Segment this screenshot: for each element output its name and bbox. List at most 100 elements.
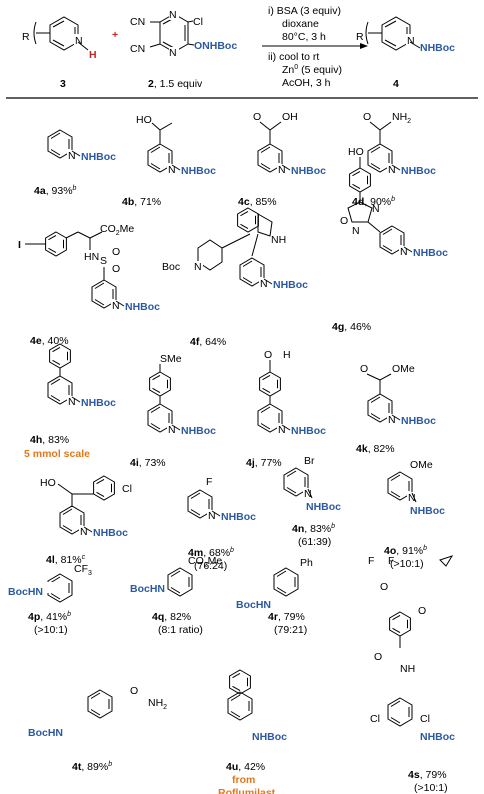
compound-yield: , 42%	[238, 761, 265, 773]
reagent-label: 2	[148, 78, 154, 90]
svg-text:Cl: Cl	[420, 713, 430, 725]
compound-id: 4s	[408, 769, 420, 781]
label-4q: 4q, 82%	[152, 611, 191, 623]
svg-text:Cl: Cl	[122, 483, 132, 495]
compound-yield: , 90%	[364, 196, 391, 208]
structure-4s: O NH2 BocHN	[28, 685, 167, 739]
svg-text:NH: NH	[271, 234, 286, 246]
svg-text:HN: HN	[84, 251, 99, 263]
compound-yield: , 83%	[42, 434, 69, 446]
label-4r: 4r, 79%	[268, 611, 305, 623]
compound-id: 4u	[226, 761, 238, 773]
structure-4g: HO N O N N NHBoc	[340, 146, 448, 259]
compound-id: 4h	[30, 434, 42, 446]
label-4o: 4o, 91%b	[384, 545, 427, 557]
svg-text:N: N	[194, 261, 202, 273]
svg-text:NHBoc: NHBoc	[413, 247, 448, 259]
ring-n-bottom: N	[169, 47, 177, 59]
footnote-mark: b	[67, 611, 71, 618]
compound-yield: , 81%	[55, 554, 82, 566]
svg-text:O: O	[418, 605, 426, 617]
svg-text:NHBoc: NHBoc	[181, 165, 216, 177]
compound-labels: 4a, 93%b4b, 71%4c, 85%4d, 90%b4e, 40%4f,…	[24, 185, 448, 794]
svg-text:N: N	[400, 246, 408, 258]
svg-text:O: O	[112, 246, 120, 258]
svg-text:N: N	[112, 300, 120, 312]
substrate-label: 3	[60, 78, 66, 90]
svg-text:I: I	[18, 239, 21, 251]
structure-4j: O H N NHBoc	[257, 349, 326, 437]
structure-4h: N NHBoc	[47, 343, 116, 409]
cond-5: Zn	[282, 64, 294, 76]
compound-yield: , 83%	[304, 523, 331, 535]
compound-id: 4p	[28, 611, 40, 623]
svg-text:N: N	[304, 488, 312, 500]
svg-text:F: F	[388, 555, 394, 567]
compound-id: 4q	[152, 611, 164, 623]
label-4k: 4k, 82%	[356, 443, 395, 455]
ratio-note: (>10:1)	[34, 624, 68, 636]
compound-id: 4l	[46, 554, 55, 566]
svg-text:NHBoc: NHBoc	[221, 511, 256, 523]
label-4n: 4n, 83%b	[292, 523, 335, 535]
svg-text:NHBoc: NHBoc	[81, 151, 116, 163]
svg-text:O: O	[360, 363, 368, 375]
svg-text:OMe: OMe	[392, 363, 415, 375]
compound-yield: , 77%	[255, 457, 282, 469]
svg-text:N: N	[408, 492, 416, 504]
cond-1: i) BSA (3 equiv)	[268, 5, 341, 17]
compound-yield: , 85%	[250, 196, 277, 208]
structure-4t: NHBoc	[227, 669, 287, 743]
cond-3: 80°C, 3 h	[282, 31, 326, 43]
svg-text:S: S	[100, 255, 107, 267]
label-4b: 4b, 71%	[122, 196, 161, 208]
svg-text:H: H	[283, 349, 291, 361]
product-4: N NHBoc R 4	[356, 16, 455, 90]
label-4m: 4m, 68%b	[188, 547, 234, 559]
svg-text:NHBoc: NHBoc	[291, 425, 326, 437]
footnote-mark: b	[423, 545, 427, 552]
structure-4k: O OMe N NHBoc	[360, 363, 436, 427]
svg-text:N: N	[278, 164, 286, 176]
cond-5-sup: 0	[294, 64, 298, 71]
compound-yield: , 93%	[46, 185, 73, 197]
footnote-mark: b	[230, 547, 234, 554]
structure-4l: HO Cl N NHBoc	[40, 475, 132, 539]
compound-id: 4i	[130, 457, 139, 469]
cond-6: AcOH, 3 h	[282, 77, 331, 89]
svg-text:O: O	[264, 349, 272, 361]
structure-4b: N NHBoc HO	[136, 114, 216, 177]
compound-id: 4t	[72, 761, 82, 773]
label-4a: 4a, 93%b	[34, 185, 77, 197]
ratio-note: (8:1 ratio)	[158, 624, 203, 636]
svg-text:BocHN: BocHN	[28, 727, 63, 739]
compound-id: 4c	[238, 196, 250, 208]
compound-yield: , 41%	[40, 611, 67, 623]
svg-text:OMe: OMe	[410, 459, 433, 471]
ratio-note: (61:39)	[298, 536, 331, 548]
svg-text:NHBoc: NHBoc	[291, 165, 326, 177]
svg-text:NHBoc: NHBoc	[306, 501, 341, 513]
structure-4f: NH Boc N N NHBoc	[162, 207, 308, 291]
footnote-mark: c	[82, 554, 86, 561]
svg-text:NH2: NH2	[392, 111, 411, 125]
svg-text:NH: NH	[400, 663, 415, 675]
svg-text:N: N	[168, 424, 176, 436]
ring-n: N	[75, 35, 83, 47]
compound-yield: , 46%	[344, 321, 371, 333]
cond-2: dioxane	[282, 18, 319, 30]
svg-text:Ph: Ph	[300, 557, 313, 569]
cn-bottom: CN	[130, 43, 145, 55]
svg-text:NHBoc: NHBoc	[252, 731, 287, 743]
compound-yield: , 82%	[164, 611, 191, 623]
svg-text:NHBoc: NHBoc	[401, 165, 436, 177]
svg-text:Zn0 (5 equiv): Zn0 (5 equiv)	[282, 64, 342, 76]
compound-id: 4b	[122, 196, 134, 208]
compound-id: 4d	[352, 196, 364, 208]
svg-text:N: N	[68, 396, 76, 408]
compound-yield: , 73%	[139, 457, 166, 469]
scale-note: 5 mmol scale	[24, 448, 90, 460]
label-4l: 4l, 81%c	[46, 554, 86, 566]
svg-text:Cl: Cl	[370, 713, 380, 725]
